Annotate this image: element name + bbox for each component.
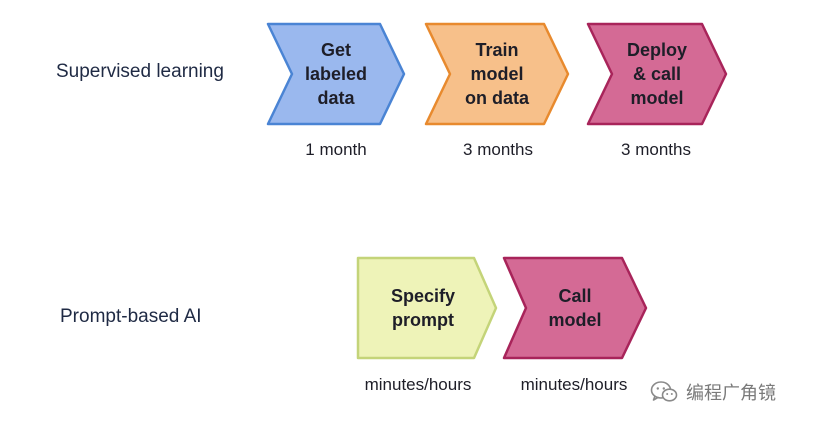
chevron-shape: [502, 256, 648, 360]
duration-specify-prompt: minutes/hours: [364, 375, 472, 394]
step-label: Call model: [548, 286, 602, 330]
step-train-model-on-data: Train model on data: [424, 22, 570, 126]
step-deploy-and-call-model: Deploy & call model: [586, 22, 728, 126]
row-label-prompt-based-ai: Prompt-based AI: [60, 306, 202, 327]
step-label: Get labeled data: [304, 40, 368, 108]
step-label: Specify prompt: [390, 286, 456, 330]
step-label: Deploy & call model: [626, 40, 687, 108]
wechat-icon: [650, 381, 678, 402]
row-label-supervised-learning: Supervised learning: [56, 61, 224, 82]
step-specify-prompt: Specify prompt: [356, 256, 498, 360]
step-get-labeled-data: Get labeled data: [266, 22, 406, 126]
chevron-shape: [266, 22, 406, 126]
watermark-text: 编程广角镜: [686, 383, 776, 404]
duration-call-model: minutes/hours: [520, 375, 628, 394]
step-call-model: Call model: [502, 256, 648, 360]
duration-train-model: 3 months: [463, 140, 533, 159]
duration-deploy-call-model: 3 months: [621, 140, 691, 159]
chevron-shape: [424, 22, 570, 126]
chevron-shape: [586, 22, 728, 126]
duration-get-labeled-data: 1 month: [305, 140, 367, 159]
step-label: Train model on data: [464, 40, 529, 108]
chevron-shape: [356, 256, 498, 360]
watermark: 编程广角镜: [650, 378, 776, 406]
